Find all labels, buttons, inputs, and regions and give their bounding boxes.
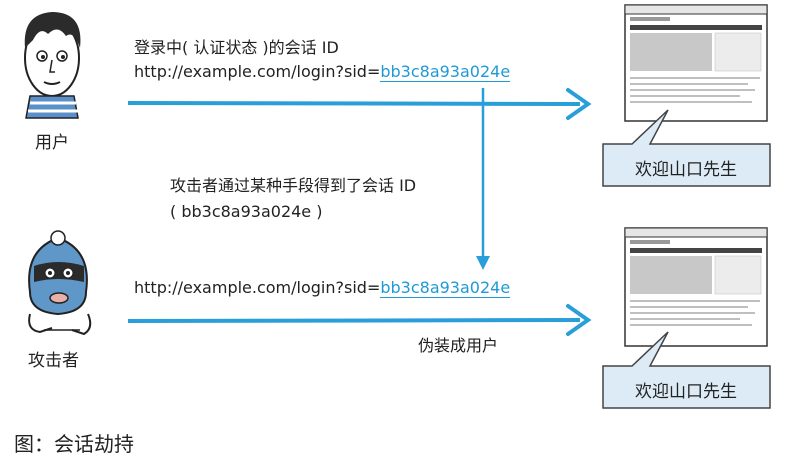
attacker-character [28,230,92,336]
welcome-bubble-bottom-shape [602,331,771,409]
welcome-message-top: 欢迎山口先生 [635,160,737,180]
attacker-label: 攻击者 [28,351,79,371]
session-leak-arrow [476,88,490,270]
attacker-url-prefix: http://example.com/login?sid= [134,278,381,297]
user-session-id: bb3c8a93a024e [380,62,511,82]
attacker-request-url: http://example.com/login?sid=bb3c8a93a02… [134,278,511,298]
session-id-description: 登录中( 认证状态 )的会话 ID [134,38,339,57]
welcome-message-bottom: 欢迎山口先生 [635,382,737,402]
impersonate-label: 伪装成用户 [418,336,499,355]
attacker-request-arrow [127,304,592,336]
user-request-url: http://example.com/login?sid=bb3c8a93a02… [134,62,511,82]
attacker-acquire-text: 攻击者通过某种手段得到了会话 ID [170,176,417,195]
server-page-top [624,4,768,122]
welcome-bubble-top-shape [602,109,771,187]
server-page-bottom [624,227,768,347]
attacker-session-id: bb3c8a93a024e [380,278,511,298]
user-character [24,12,81,119]
user-request-arrow [127,88,592,120]
user-label: 用户 [35,133,69,153]
attacker-acquired-id: ( bb3c8a93a024e ) [170,202,323,221]
user-url-prefix: http://example.com/login?sid= [134,62,381,81]
figure-caption: 图：会话劫持 [14,432,134,456]
